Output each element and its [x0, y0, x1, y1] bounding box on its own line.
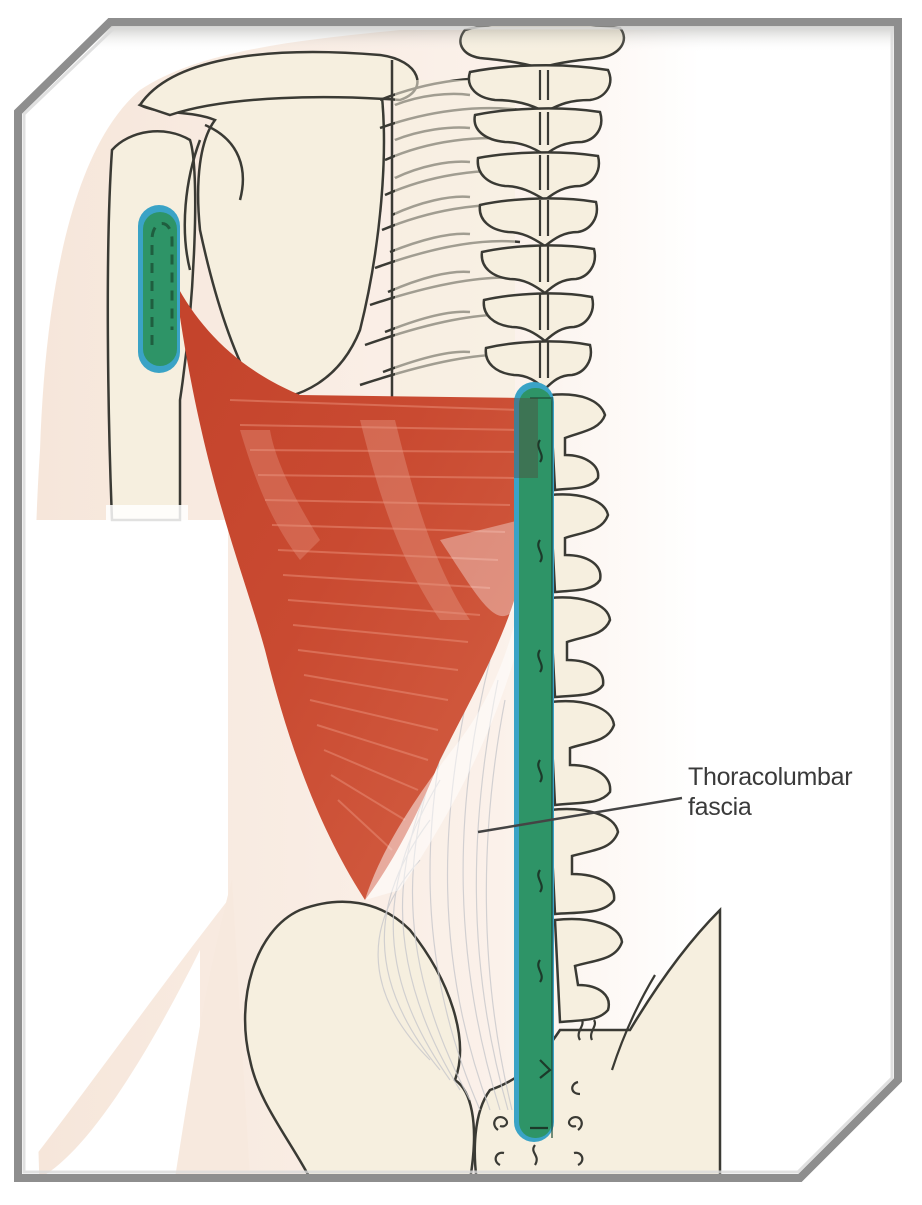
label-line-2: fascia	[688, 793, 752, 821]
latissimus-dorsi-muscle	[175, 282, 525, 900]
humerus-attachment	[143, 212, 177, 366]
label-thoracolumbar-fascia: Thoracolumbar fascia	[688, 762, 853, 822]
leader-line	[477, 796, 683, 834]
muscle-fibers	[229, 399, 521, 851]
figure-frame	[14, 18, 902, 1182]
vertebral-column	[459, 22, 626, 391]
label-line-1: Thoracolumbar	[688, 763, 853, 791]
spine-attachment	[519, 388, 552, 1138]
